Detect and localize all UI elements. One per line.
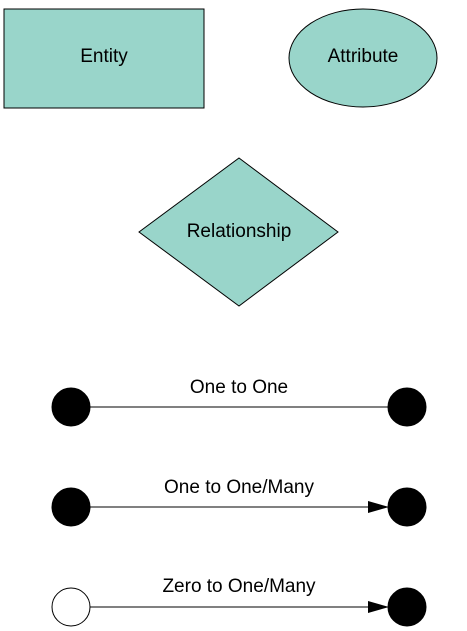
relationship-shape: Relationship (138, 157, 339, 307)
end-dot-filled (387, 487, 427, 527)
entity-label: Entity (80, 46, 128, 67)
start-dot-hollow (51, 587, 91, 627)
attribute-shape: Attribute (288, 8, 438, 108)
arrowhead-icon (368, 501, 389, 513)
relationship-diamond (138, 157, 339, 307)
attribute-label: Attribute (328, 46, 399, 67)
attribute-ellipse (288, 8, 438, 108)
connector-legend: One to One One to One/Many Zero to One/M… (51, 377, 427, 627)
end-dot-filled (387, 387, 427, 427)
connector-one-to-one: One to One (51, 377, 427, 427)
connector-one-to-one-many: One to One/Many (51, 477, 427, 527)
arrowhead-icon (368, 601, 389, 613)
start-dot-filled (51, 487, 91, 527)
entity-shape: Entity (3, 8, 205, 109)
entity-box (3, 8, 205, 109)
start-dot-filled (51, 387, 91, 427)
connector-label: One to One (190, 377, 288, 398)
relationship-label: Relationship (187, 221, 292, 242)
connector-zero-to-one-many: Zero to One/Many (51, 576, 427, 627)
connector-label: One to One/Many (164, 477, 314, 498)
end-dot-filled (387, 587, 427, 627)
connector-label: Zero to One/Many (162, 576, 316, 597)
